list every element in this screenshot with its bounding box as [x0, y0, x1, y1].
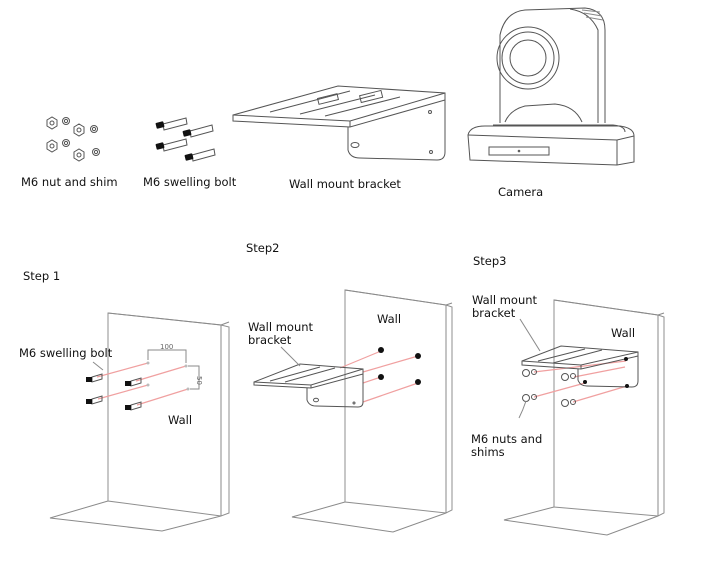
- label-nut-and-shim: M6 nut and shim: [21, 175, 118, 189]
- step3-wall-label: Wall: [611, 326, 636, 340]
- step1-illustration: 100 50: [49, 312, 230, 532]
- step2-illustration: [253, 289, 453, 533]
- dimension-horizontal: 100: [160, 343, 173, 351]
- label-camera: Camera: [498, 185, 544, 199]
- label-swelling-bolt: M6 swelling bolt: [143, 175, 237, 189]
- step1-title: Step 1: [23, 269, 61, 283]
- step3-nuts-label: M6 nuts and shims: [471, 432, 543, 459]
- nut-and-shim-illustration: [46, 116, 100, 162]
- step3-illustration: [503, 299, 665, 536]
- step3-title: Step3: [473, 254, 507, 268]
- step2-wall-label: Wall: [377, 312, 402, 326]
- camera-illustration: [467, 7, 635, 166]
- step1-wall-label: Wall: [168, 413, 193, 427]
- step1-bolt-label: M6 swelling bolt: [19, 346, 113, 360]
- step2-title: Step2: [246, 241, 280, 255]
- wall-mount-bracket-illustration: [232, 85, 446, 161]
- label-wall-mount-bracket: Wall mount bracket: [289, 177, 401, 191]
- swelling-bolt-illustration: [155, 117, 216, 162]
- dimension-vertical: 50: [195, 376, 203, 385]
- step3-bracket-label: Wall mount bracket: [472, 293, 538, 320]
- step2-bracket-label: Wall mount bracket: [248, 320, 314, 347]
